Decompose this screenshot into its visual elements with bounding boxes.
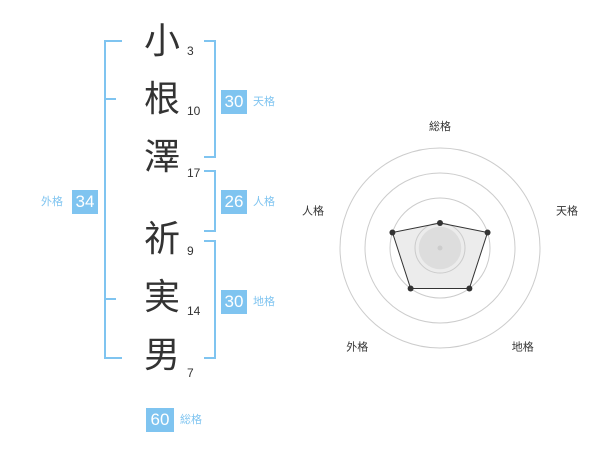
tenkaku-badge: 30 (221, 90, 247, 114)
radar-ring (364, 172, 516, 324)
chikaku-label: 地格 (253, 295, 275, 308)
stroke-count-2: 10 (187, 104, 201, 118)
radar-axis-label: 地格 (512, 340, 534, 354)
gaikaku-label: 外格 (41, 195, 63, 208)
name-char-1: 小 (143, 21, 180, 62)
name-char-6: 男 (143, 335, 180, 376)
bracket-line (104, 298, 116, 300)
bracket-line (204, 40, 216, 42)
bracket-line (204, 170, 216, 172)
name-char-5: 実 (143, 277, 180, 318)
bracket-line (204, 240, 216, 242)
radar-ring (339, 147, 541, 349)
bracket-line (214, 40, 216, 158)
stroke-count-1: 3 (187, 44, 194, 58)
jinkaku-badge: 26 (221, 190, 247, 214)
chikaku-badge: 30 (221, 290, 247, 314)
radar-point (484, 229, 491, 236)
bracket-line (104, 40, 106, 359)
bracket-line (204, 230, 216, 232)
radar-axis-label: 外格 (346, 340, 368, 354)
name-char-3: 澤 (143, 137, 180, 178)
stroke-count-3: 17 (187, 166, 201, 180)
radar-point (389, 229, 396, 236)
bracket-line (104, 357, 122, 359)
radar-axis-label: 総格 (429, 119, 451, 133)
radar-ring (389, 197, 491, 299)
radar-axis-label: 人格 (302, 203, 324, 217)
stroke-count-5: 14 (187, 304, 201, 318)
radar-axis-label: 天格 (556, 203, 578, 217)
jinkaku-label: 人格 (253, 195, 275, 208)
radar-polygon (391, 222, 489, 289)
radar-point (466, 285, 473, 292)
bracket-line (104, 98, 116, 100)
soukaku-label: 総格 (180, 413, 202, 426)
gaikaku-badge: 34 (72, 190, 98, 214)
stroke-count-6: 7 (187, 366, 194, 380)
bracket-line (214, 240, 216, 359)
name-char-2: 根 (143, 79, 180, 120)
bracket-line (214, 170, 216, 232)
name-char-4: 祈 (143, 219, 180, 260)
radar-shape (389, 220, 491, 292)
radar-center-dot (437, 245, 443, 251)
bracket-line (204, 357, 216, 359)
soukaku-badge: 60 (146, 408, 174, 432)
bracket-line (204, 156, 216, 158)
radar-point (437, 220, 443, 226)
radar-point (407, 285, 414, 292)
stroke-count-4: 9 (187, 244, 194, 258)
bracket-line (104, 40, 122, 42)
tenkaku-label: 天格 (253, 95, 275, 108)
